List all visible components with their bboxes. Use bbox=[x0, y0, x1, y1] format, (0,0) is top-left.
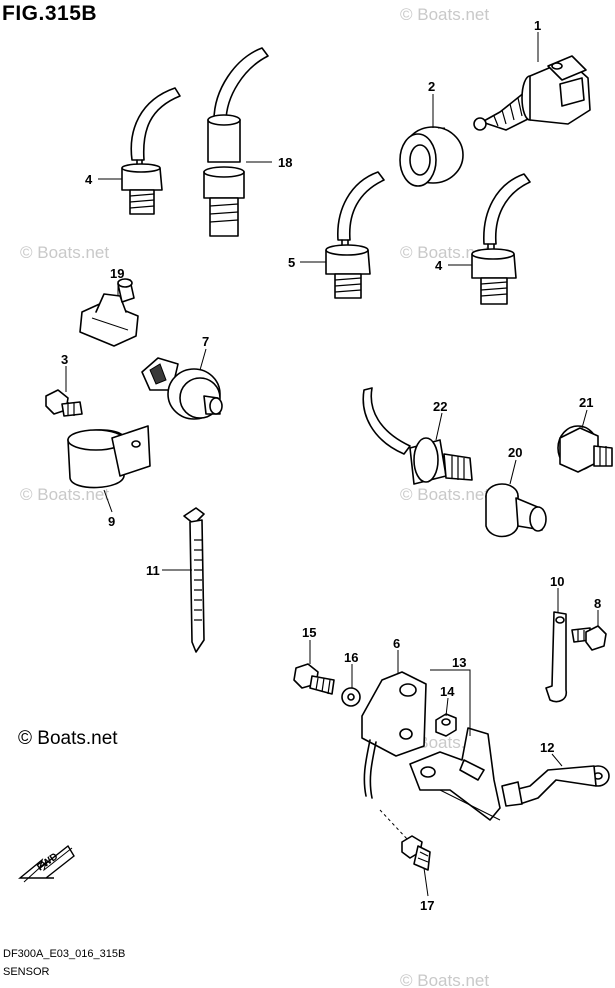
callout-22: 22 bbox=[433, 399, 447, 414]
callout-12: 12 bbox=[540, 740, 554, 755]
diagram-code: DF300A_E03_016_315B bbox=[3, 948, 126, 960]
part-4-switch-right bbox=[471, 173, 531, 305]
callout-7: 7 bbox=[202, 334, 209, 349]
callout-16: 16 bbox=[344, 650, 358, 665]
part-5-switch bbox=[325, 171, 385, 299]
callout-2: 2 bbox=[428, 79, 435, 94]
callout-labels: 1 2 3 4 4 5 6 7 8 9 10 11 12 13 14 15 16… bbox=[61, 18, 601, 913]
callout-8: 8 bbox=[594, 596, 601, 611]
part-18-sensor bbox=[203, 47, 269, 237]
callout-4-right: 4 bbox=[435, 258, 443, 273]
callout-15: 15 bbox=[302, 625, 316, 640]
part-16-washer bbox=[341, 687, 361, 707]
leader-lines bbox=[65, 32, 599, 897]
part-22-sensor bbox=[362, 387, 473, 485]
watermark-text: © Boats.net bbox=[400, 243, 489, 262]
watermark-text: © Boats.net bbox=[400, 485, 489, 504]
part-12-link bbox=[501, 765, 610, 807]
part-2-grommet bbox=[399, 126, 464, 187]
callout-18: 18 bbox=[278, 155, 292, 170]
part-1-sender bbox=[473, 55, 591, 131]
part-10-bracket bbox=[545, 611, 568, 703]
watermark-text: © Boats.net bbox=[20, 485, 109, 504]
callout-17: 17 bbox=[420, 898, 434, 913]
callout-20: 20 bbox=[508, 445, 522, 460]
callout-10: 10 bbox=[550, 574, 564, 589]
callout-6: 6 bbox=[393, 636, 400, 651]
callout-21: 21 bbox=[579, 395, 593, 410]
part-13-bracket bbox=[409, 727, 501, 821]
part-4-switch-left bbox=[121, 87, 181, 215]
part-9-clamp bbox=[67, 425, 151, 489]
part-15-bolt bbox=[293, 663, 335, 695]
watermark-text: © Boats.net bbox=[400, 971, 489, 988]
watermark-text: © Boats.net bbox=[20, 243, 109, 262]
part-20-plug bbox=[485, 483, 547, 538]
copyright-notice: © Boats.net bbox=[18, 728, 118, 749]
callout-19: 19 bbox=[110, 266, 124, 281]
callout-14: 14 bbox=[440, 684, 455, 699]
part-21-plug bbox=[557, 425, 613, 473]
fwd-direction-arrow: FWD bbox=[18, 844, 75, 883]
callout-5: 5 bbox=[288, 255, 295, 270]
callout-9: 9 bbox=[108, 514, 115, 529]
part-3-bolt bbox=[45, 389, 83, 417]
part-6-sensor bbox=[361, 671, 427, 799]
part-19-clip bbox=[79, 278, 139, 347]
part-8-bolt bbox=[571, 625, 607, 651]
callout-13: 13 bbox=[452, 655, 466, 670]
callout-1: 1 bbox=[534, 18, 541, 33]
part-7-pressure-sensor bbox=[141, 357, 223, 420]
callout-11: 11 bbox=[146, 563, 160, 578]
part-11-cable-tie bbox=[183, 507, 205, 653]
part-17-bolt bbox=[379, 809, 431, 871]
callout-4-left: 4 bbox=[85, 172, 93, 187]
callout-3: 3 bbox=[61, 352, 68, 367]
figure-title: FIG.315B bbox=[2, 2, 98, 25]
part-14-nut bbox=[435, 713, 457, 737]
watermark-text: © Boats.net bbox=[400, 5, 489, 24]
section-name: SENSOR bbox=[3, 966, 50, 978]
